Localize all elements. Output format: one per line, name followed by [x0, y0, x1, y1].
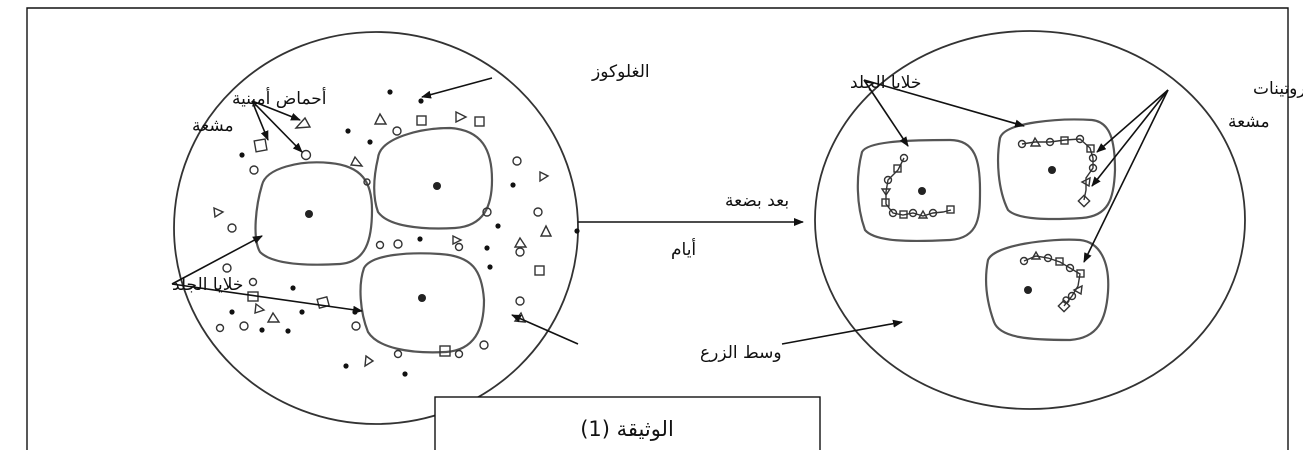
left-culture-dish	[173, 31, 580, 425]
proteins-label-2: مشعة	[1228, 112, 1270, 132]
nucleus	[418, 294, 426, 302]
nucleus	[918, 187, 926, 195]
right-dish-outline	[814, 30, 1246, 410]
nucleus	[1048, 166, 1056, 174]
left-skin-cell-2	[373, 126, 494, 230]
skin-cells-label-right: خلايا الجلد	[850, 73, 921, 93]
radioactive-protein-chain	[1019, 250, 1085, 313]
right-skin-cell-2	[996, 118, 1117, 221]
right-culture-dish	[814, 30, 1246, 410]
amino-acids-label: أحماض أمينية	[232, 87, 327, 109]
caption-box	[434, 396, 821, 450]
proteins-label: بروتينات	[1253, 79, 1303, 99]
nucleus	[305, 210, 313, 218]
left-skin-cell-1	[254, 161, 374, 266]
left-skin-cell-3	[359, 252, 486, 354]
radioactive-protein-chain	[880, 153, 955, 219]
culture-medium-label: وسط الزرع	[700, 343, 782, 363]
nucleus	[433, 182, 441, 190]
glucose-dots	[229, 89, 580, 377]
document-border	[26, 7, 1289, 450]
pointer-arrows	[171, 77, 1169, 345]
nucleus	[1024, 286, 1032, 294]
skin-cells-label-left: خلايا الجلد	[172, 275, 243, 295]
right-skin-cell-3	[984, 238, 1110, 342]
after-days-label: بعد بضعة	[725, 191, 789, 211]
document-caption: الوثيقة (1)	[580, 417, 674, 441]
after-days-label-2: أيام	[671, 238, 696, 260]
amino-acids-label-2: مشعة	[192, 116, 234, 136]
glucose-label: الغلوكوز	[591, 62, 650, 82]
radioactive-protein-chain	[1017, 134, 1098, 208]
amino-acid-shapes	[213, 110, 553, 368]
